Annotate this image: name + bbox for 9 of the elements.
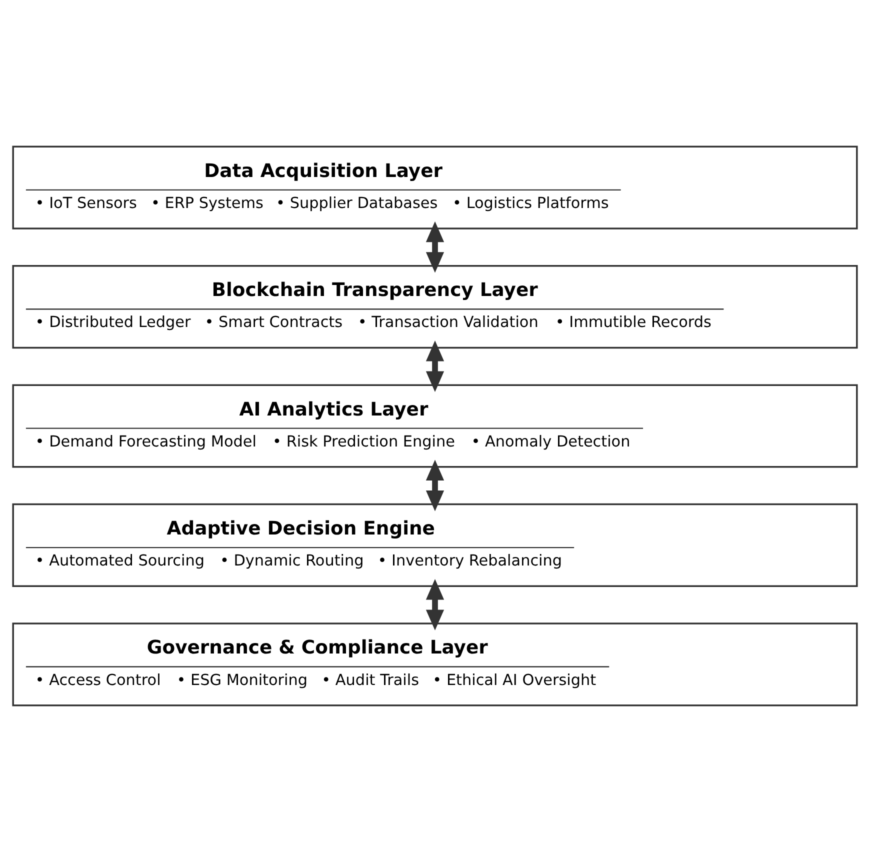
arrow [426,340,444,392]
arrow [426,220,444,272]
node-box: Governance & Compliance Layer • Access Control • ESG Monitoring • Audit Trails • Ethical AI Oversight [12,622,858,706]
arrow [426,459,444,511]
node-box: Data Acquisition Layer • IoT Sensors • ERP Systems • Supplier Databases • Logistics Platforms [12,145,858,229]
arrow [426,578,444,630]
node-box: Adaptive Decision Engine • Automated Sourcing • Dynamic Routing • Inventory Rebalancing [12,502,858,586]
node-box: Blockchain Transparency Layer • Distributed Ledger • Smart Contracts • Transaction Validation • Immutible Records [12,264,858,348]
node-box: AI Analytics Layer • Demand Forecasting Model • Risk Prediction Engine • Anomaly Detection [12,384,858,468]
